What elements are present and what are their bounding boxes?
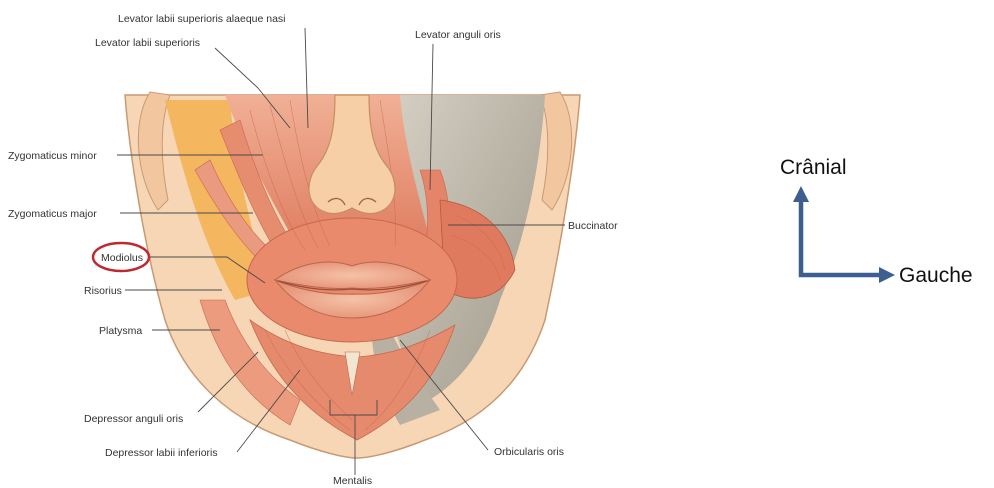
direction-label-cranial: Crânial: [780, 156, 847, 179]
label-levator-anguli: Levator anguli oris: [415, 29, 501, 41]
label-risorius: Risorius: [84, 285, 122, 297]
direction-label-left: Gauche: [899, 264, 973, 287]
label-levator-alaeque: Levator labii superioris alaeque nasi: [118, 13, 286, 25]
label-dep-labii: Depressor labii inferioris: [105, 447, 218, 459]
label-mentalis: Mentalis: [333, 475, 372, 487]
label-zyg-major: Zygomaticus major: [8, 208, 97, 220]
face-illustration: [125, 92, 580, 458]
label-levator-sup: Levator labii superioris: [95, 37, 200, 49]
axis-arrow-lines: [801, 200, 880, 275]
orientation-indicator: Crânial Gauche: [780, 156, 973, 287]
label-orbicularis: Orbicularis oris: [494, 446, 564, 458]
up-arrowhead-icon: [793, 186, 809, 202]
right-arrowhead-icon: [879, 267, 895, 283]
label-buccinator: Buccinator: [568, 220, 618, 232]
label-modiolus: Modiolus: [101, 252, 143, 264]
label-platysma: Platysma: [99, 325, 142, 337]
label-zyg-minor: Zygomaticus minor: [8, 150, 97, 162]
label-dep-anguli: Depressor anguli oris: [84, 413, 183, 425]
